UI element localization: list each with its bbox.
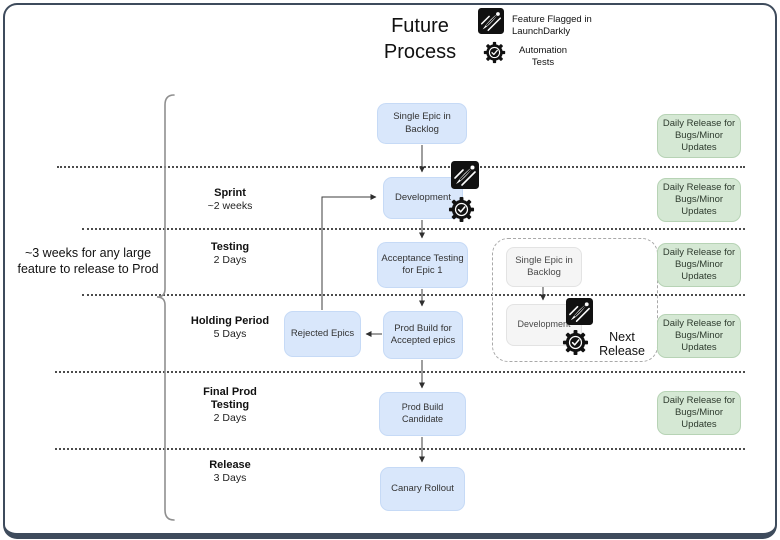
daily-release-box: Daily Release for Bugs/Minor Updates — [657, 114, 741, 158]
daily-release-box: Daily Release for Bugs/Minor Updates — [657, 391, 741, 435]
node-prod-build-candidate: Prod Build Candidate — [379, 392, 466, 436]
automation-tests-icon — [483, 41, 506, 64]
node-rejected-epics: Rejected Epics — [284, 311, 361, 357]
node-prod-build-accepted: Prod Build for Accepted epics — [383, 311, 463, 359]
legend-feature-flag-label: Feature Flagged in LaunchDarkly — [512, 14, 592, 37]
stage-release: Release 3 Days — [209, 459, 251, 485]
side-note: ~3 weeks for any large feature to releas… — [17, 246, 159, 277]
node-acceptance-testing: Acceptance Testing for Epic 1 — [377, 242, 468, 288]
stage-divider — [82, 228, 745, 230]
arrow-rejected-to-development — [321, 194, 377, 310]
daily-release-box: Daily Release for Bugs/Minor Updates — [657, 243, 741, 287]
timeline-brace — [156, 94, 175, 521]
stage-final-prod-testing: Final Prod Testing 2 Days — [203, 386, 257, 425]
stage-testing: Testing 2 Days — [210, 241, 250, 267]
stage-divider — [57, 166, 745, 168]
next-release-feature-flag-icon — [566, 298, 593, 325]
stage-divider — [82, 294, 745, 296]
stage-divider — [55, 448, 745, 450]
node-single-epic-backlog: Single Epic in Backlog — [377, 103, 467, 144]
next-release-automation-tests-icon — [562, 329, 589, 356]
development-feature-flag-icon — [451, 161, 479, 189]
daily-release-box: Daily Release for Bugs/Minor Updates — [657, 314, 741, 358]
development-automation-tests-icon — [448, 196, 475, 223]
daily-release-box: Daily Release for Bugs/Minor Updates — [657, 178, 741, 222]
page-title: Future Process — [383, 15, 457, 63]
node-development: Development — [383, 177, 463, 219]
launchdarkly-flag-icon — [478, 8, 504, 34]
stage-holding-period: Holding Period 5 Days — [190, 315, 270, 341]
next-release-label: Next Release — [599, 330, 645, 359]
next-release-backlog-node: Single Epic in Backlog — [506, 247, 582, 287]
legend-automation-label: Automation Tests — [518, 45, 568, 68]
node-canary-rollout: Canary Rollout — [380, 467, 465, 511]
next-release-group — [492, 238, 658, 362]
stage-divider — [55, 371, 745, 373]
stage-sprint: Sprint ~2 weeks — [207, 187, 253, 213]
